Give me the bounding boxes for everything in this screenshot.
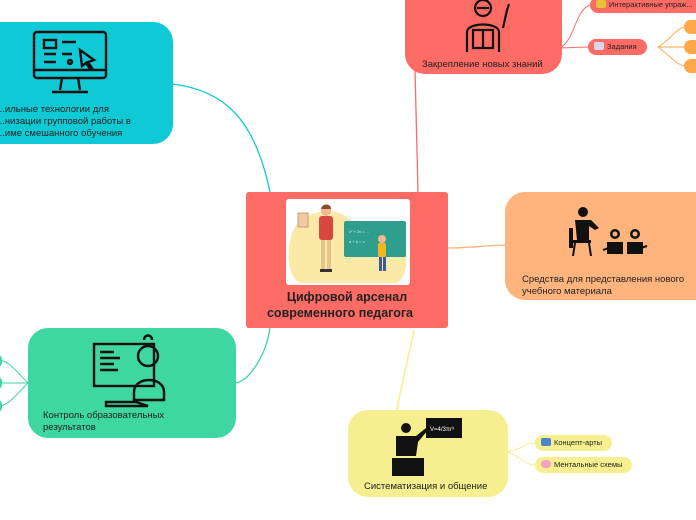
- svg-text:a + b = c: a + b = c: [349, 239, 365, 244]
- branch-presentation[interactable]: Средства для представления нового учебно…: [505, 192, 696, 300]
- tasks-leaf-3[interactable]: [684, 59, 696, 73]
- brain-icon: [541, 460, 551, 468]
- central-illustration: x² + 2x = ... a + b = c: [286, 199, 410, 285]
- svg-text:V=4/3πr³: V=4/3πr³: [430, 427, 454, 433]
- teacher-at-blackboard-icon: V=4/3πr³: [392, 418, 462, 476]
- central-title: Цифровой арсенал современного педагога: [266, 290, 413, 320]
- chip-concept-arts[interactable]: Концепт-арты: [535, 435, 613, 451]
- branch-group-work[interactable]: ...ильные технологии для ...низации груп…: [0, 22, 173, 144]
- hand-icon: [596, 0, 606, 8]
- svg-text:x² + 2x = ...: x² + 2x = ...: [349, 229, 369, 234]
- branch-reinforce[interactable]: Закрепление новых знаний: [405, 0, 562, 74]
- chip-mental-maps[interactable]: Ментальные схемы: [535, 457, 633, 473]
- branch-reinforce-label: Закрепление новых знаний: [422, 59, 543, 70]
- branch-control-label: Контроль образовательных результатов: [43, 410, 165, 433]
- central-topic[interactable]: x² + 2x = ... a + b = c Цифровой арсенал…: [246, 192, 448, 328]
- book-icon: [594, 42, 604, 50]
- control-leaf-1[interactable]: [0, 354, 2, 368]
- branch-control[interactable]: Контроль образовательных результатов: [28, 328, 236, 438]
- picture-icon: [541, 438, 551, 446]
- computer-monitor-icon: [32, 30, 108, 94]
- chip-tasks[interactable]: Задания: [588, 39, 647, 55]
- control-leaf-3[interactable]: [0, 399, 2, 413]
- chip-interactive[interactable]: Интерактивные упраж...: [590, 0, 696, 13]
- teacher-with-pupils-icon: [569, 207, 648, 257]
- control-leaf-2[interactable]: [0, 376, 2, 390]
- teacher-with-book-icon: [465, 0, 511, 52]
- tasks-leaf-1[interactable]: [684, 20, 696, 34]
- branch-presentation-label: Средства для представления нового учебно…: [522, 274, 685, 297]
- tasks-leaf-2[interactable]: [684, 40, 696, 54]
- branch-group-work-label: ...ильные технологии для ...низации груп…: [0, 104, 131, 139]
- branch-systematization[interactable]: V=4/3πr³ Систематизация и общение: [348, 410, 508, 497]
- branch-systematization-label: Систематизация и общение: [364, 481, 488, 492]
- student-at-screen-icon: [92, 334, 166, 408]
